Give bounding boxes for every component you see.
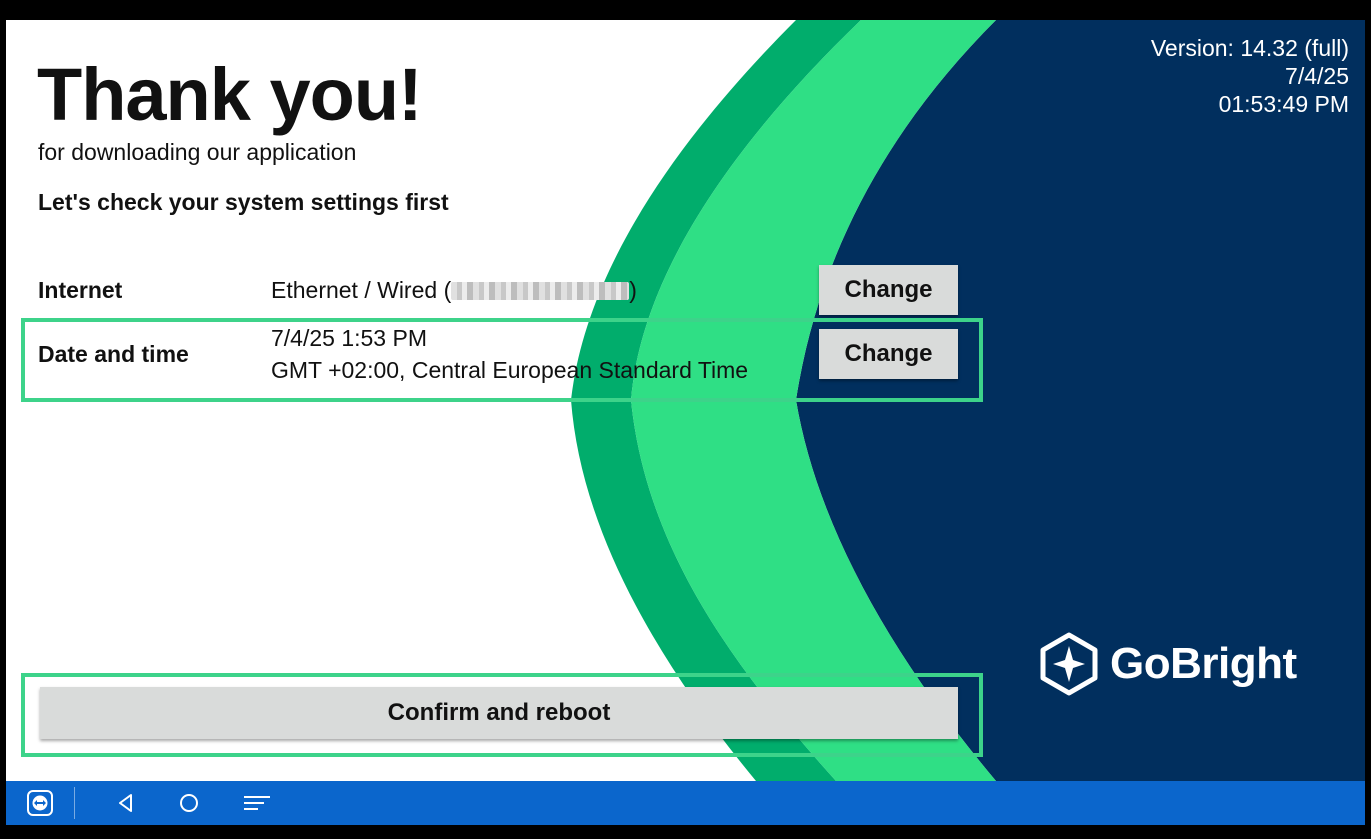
home-icon[interactable] [175,781,203,825]
datetime-label: Date and time [38,341,189,367]
change-datetime-button[interactable]: Change [819,329,958,379]
version-label: Version: 14.32 (full) [1150,35,1349,61]
navy-panel [796,20,1365,781]
version-time: 01:53:49 PM [1218,91,1349,117]
gobright-logo-icon [1040,632,1098,696]
settings-prompt: Let's check your system settings first [38,189,449,215]
gobright-logo: GoBright [1038,632,1297,696]
datetime-highlight-box [21,318,983,402]
background-graphic [571,20,1365,781]
internet-value: Ethernet / Wired () [271,277,637,304]
navbar-divider [74,787,75,819]
datetime-value-line1: 7/4/25 1:53 PM [271,325,427,351]
confirm-reboot-button[interactable]: Confirm and reboot [40,687,958,739]
dark-green-swoosh [571,20,861,781]
page-title: Thank you! [37,53,423,136]
confirm-highlight-box [21,673,983,757]
internet-label: Internet [38,277,123,303]
android-navigation-bar [6,781,1365,825]
back-icon[interactable] [112,781,140,825]
recents-icon[interactable] [239,781,275,825]
internet-value-suffix: ) [629,277,637,303]
version-date: 7/4/25 [1285,63,1349,89]
version-info: Version: 14.32 (full) 7/4/25 01:53:49 PM [1151,34,1349,118]
page-subtitle: for downloading our application [38,139,357,165]
internet-value-prefix: Ethernet / Wired ( [271,277,452,303]
datetime-value-line2: GMT +02:00, Central European Standard Ti… [271,357,749,383]
redacted-ip-address [451,282,630,300]
light-green-swoosh [631,20,996,781]
teamviewer-icon[interactable] [24,781,56,825]
gobright-logo-text: GoBright [1110,639,1297,688]
app-screen: Thank you! for downloading our applicati… [6,20,1365,781]
change-internet-button[interactable]: Change [819,265,958,315]
